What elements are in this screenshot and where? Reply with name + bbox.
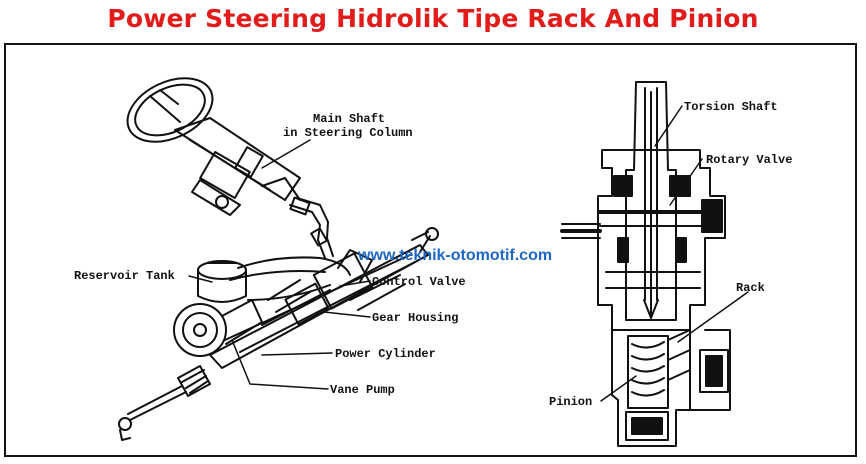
intermediate-shaft (289, 196, 334, 259)
label-main-shaft: Main Shaft (313, 112, 386, 126)
label-rotary-valve: Rotary Valve (706, 153, 793, 167)
label-pinion: Pinion (549, 395, 593, 409)
steering-wheel (126, 77, 214, 143)
right-leader-lines (600, 105, 749, 402)
left-leader-lines (188, 139, 371, 390)
label-reservoir-tank: Reservoir Tank (74, 269, 175, 283)
page-title: Power Steering Hidrolik Tipe Rack And Pi… (107, 4, 759, 33)
rack-housing (611, 329, 731, 447)
steering-column (174, 117, 301, 216)
label-power-cylinder: Power Cylinder (335, 347, 436, 361)
inlet-tube (560, 223, 602, 239)
tie-rod-right (411, 227, 439, 253)
label-main-shaft-line2: in Steering Column (283, 126, 413, 140)
vane-pump (173, 299, 263, 357)
diagram-frame (4, 43, 857, 457)
tie-rod-left (118, 385, 187, 441)
valve-body (597, 149, 726, 331)
label-control-valve: Control Valve (372, 275, 466, 289)
label-gear-housing: Gear Housing (372, 311, 459, 325)
pinion-gear (625, 335, 669, 441)
hoses (229, 256, 351, 301)
label-torsion-shaft: Torsion Shaft (684, 100, 778, 114)
label-rack: Rack (736, 281, 765, 295)
reservoir-tank (197, 260, 247, 303)
torsion-shaft-housing (625, 81, 677, 321)
boot-left (177, 365, 211, 397)
label-vane-pump: Vane Pump (330, 383, 395, 397)
website-watermark: www.teknik-otomotif.com (358, 247, 553, 264)
